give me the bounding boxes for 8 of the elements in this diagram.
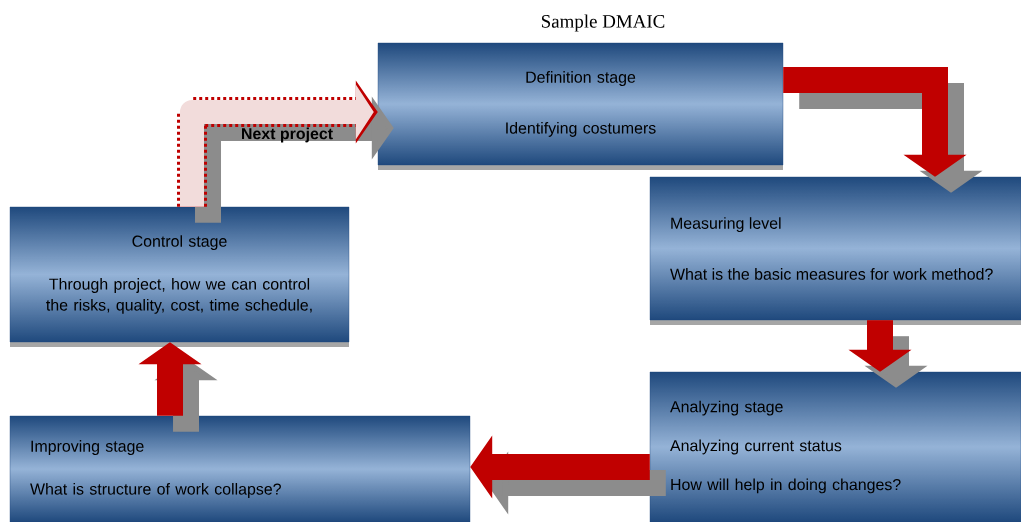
title: Sample DMAIC: [541, 14, 665, 32]
stage-box: Control stage Through project, how we can control the risks, quality, cost, time schedule,: [9, 206, 350, 343]
block-arrow: [783, 67, 983, 193]
stage-box: Analyzing stage Analyzing current status How will help in doing changes?: [649, 371, 1021, 522]
stage-box: Measuring level What is the basic measures for work method?: [649, 176, 1021, 321]
edge-label: Next project: [242, 127, 333, 143]
stage-box: Definition stage Identifying costumers: [377, 42, 784, 166]
stage-box: Improving stage What is structure of work collapse?: [9, 415, 471, 522]
